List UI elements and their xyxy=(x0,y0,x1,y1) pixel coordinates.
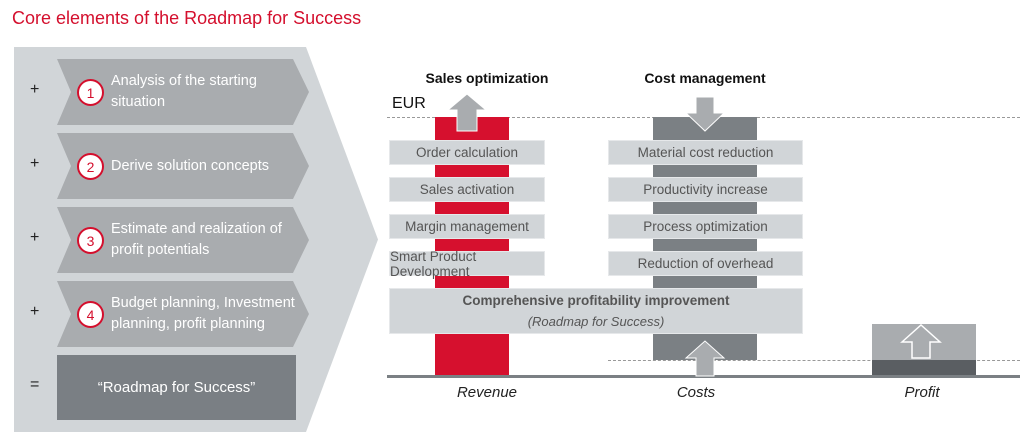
step-number: 2 xyxy=(77,153,104,180)
sales-measure: Smart Product Development xyxy=(389,249,545,279)
process-step: 4 Budget planning, Investment planning, … xyxy=(57,281,309,347)
process-step: 3 Estimate and realization of profit pot… xyxy=(57,207,309,273)
sales-measure: Margin management xyxy=(389,214,545,239)
step-text: Derive solution concepts xyxy=(111,157,269,174)
revenue-label: Revenue xyxy=(456,384,518,401)
sales-measure: Sales activation xyxy=(389,177,545,202)
page-title: Core elements of the Roadmap for Success xyxy=(12,8,362,28)
step-text: Analysis of the starting situation xyxy=(111,73,257,110)
cost-heading: Cost management xyxy=(644,70,766,86)
arrow-down-icon xyxy=(684,96,726,132)
costs-label: Costs xyxy=(676,384,716,401)
cost-measure: Reduction of overhead xyxy=(608,251,803,276)
result-box: “Roadmap for Success” xyxy=(57,355,296,420)
cost-measure: Productivity increase xyxy=(608,177,803,202)
process-step: 2 Derive solution concepts xyxy=(57,133,309,199)
step-number: 4 xyxy=(77,301,104,328)
combined-title: Comprehensive profitability improvement xyxy=(462,293,730,308)
sales-heading: Sales optimization xyxy=(425,70,549,86)
sales-measure: Order calculation xyxy=(389,140,545,165)
profit-bar-increase xyxy=(872,324,976,360)
plus-sign: + xyxy=(30,155,40,172)
step-number: 3 xyxy=(77,227,104,254)
cost-measure: Material cost reduction xyxy=(608,140,803,165)
step-number: 1 xyxy=(77,79,104,106)
plus-sign: + xyxy=(30,229,40,246)
plus-sign: + xyxy=(30,81,40,98)
plus-sign: + xyxy=(30,303,40,320)
process-step: 1 Analysis of the starting situation xyxy=(57,59,309,125)
step-text: Budget planning, Investment planning, pr… xyxy=(111,295,295,332)
arrow-up-icon xyxy=(684,340,726,377)
cost-measure: Process optimization xyxy=(608,214,803,239)
step-text: Estimate and realization of profit poten… xyxy=(111,221,282,258)
profit-label: Profit xyxy=(904,384,940,401)
unit-label: EUR xyxy=(392,95,426,112)
combined-box: Comprehensive profitability improvement … xyxy=(389,288,803,334)
combined-subtitle: (Roadmap for Success) xyxy=(527,314,665,329)
equals-sign: = xyxy=(30,376,40,393)
arrow-up-icon xyxy=(446,93,488,132)
result-text: “Roadmap for Success” xyxy=(97,379,256,396)
profit-arrow-up-icon xyxy=(900,323,942,359)
profit-bar-base xyxy=(872,360,976,376)
cost-dashed-line xyxy=(608,360,1020,361)
